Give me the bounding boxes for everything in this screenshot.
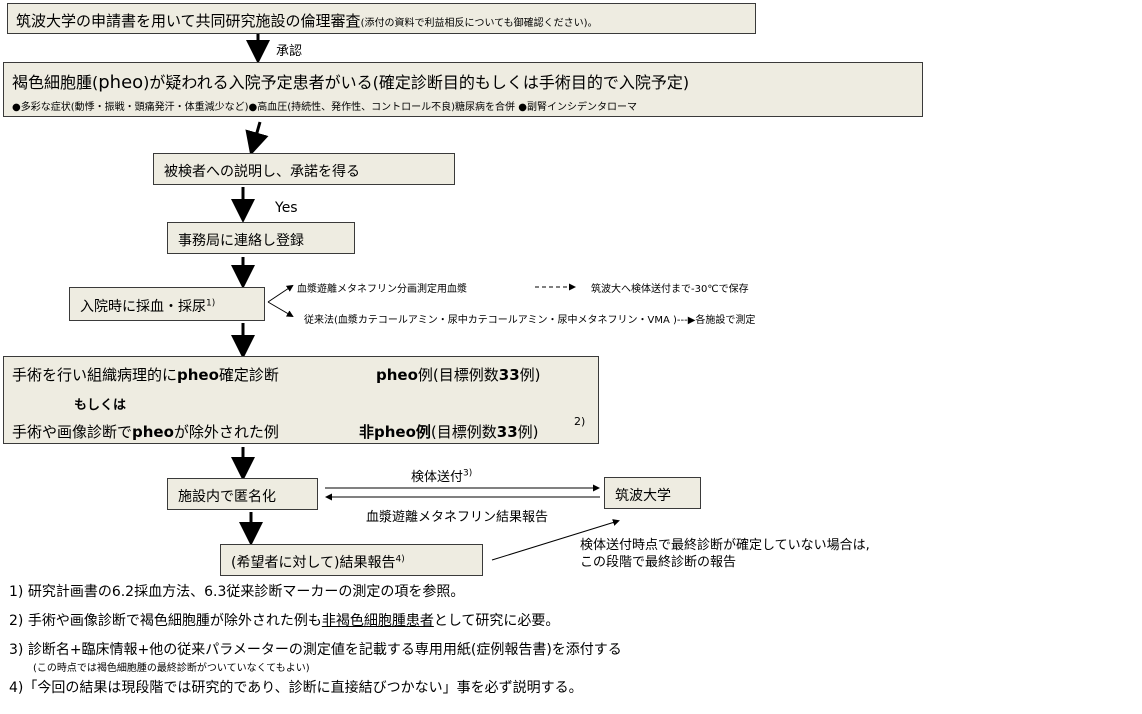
- result1-end: 例): [519, 366, 541, 384]
- box-register: 事務局に連絡し登録: [167, 222, 355, 254]
- consent-text: 被検者への説明し、承諾を得る: [164, 164, 360, 180]
- box-consent: 被検者への説明し、承諾を得る: [153, 153, 455, 185]
- final-note-line-1: 検体送付時点で最終診断が確定していない場合は,: [580, 538, 870, 553]
- result2-end: 例): [517, 423, 539, 441]
- arrow-branch-upper: [267, 284, 294, 303]
- final-note-line-2: この段階で最終診断の報告: [580, 555, 737, 570]
- diagnosis-line-1: 手術を行い組織病理的にpheo確定診断: [12, 364, 279, 385]
- footnote-1: 1) 研究計画書の6.2採血方法、6.3従来診断マーカーの測定の項を参照。: [9, 584, 465, 600]
- box-diagnosis: 手術を行い組織病理的にpheo確定診断 pheo例(目標例数33例) もしくは …: [3, 356, 599, 444]
- result-report-text: (希望者に対して)結果報告: [231, 555, 396, 571]
- box-result-report: (希望者に対して)結果報告4): [220, 544, 483, 576]
- tsukuba-text: 筑波大学: [615, 488, 671, 504]
- result1-text: 例(目標例数: [417, 366, 499, 384]
- anonymize-text: 施設内で匿名化: [178, 489, 276, 505]
- label-send-specimen: 検体送付3): [411, 466, 472, 485]
- result-report-footnote-ref: 4): [395, 554, 405, 565]
- footnote-3-sub: (この時点では褐色細胞腫の最終診断がついていなくてもよい): [33, 663, 310, 674]
- box-sampling: 入院時に採血・採尿1): [69, 287, 265, 321]
- diagnosis-line-2: 手術や画像診断でpheoが除外された例: [12, 421, 279, 442]
- box-tsukuba: 筑波大学: [604, 477, 701, 509]
- arrow-result-tsukuba: [491, 519, 620, 561]
- footnote-3: 3) 診断名+臨床情報+他の従来パラメーターの測定値を記載する専用用紙(症例報告…: [9, 642, 622, 658]
- label-approval: 承認: [276, 44, 303, 59]
- result2-num: 33: [496, 423, 518, 441]
- branch-upper-left: 血漿遊離メタネフリン分画測定用血漿: [297, 284, 467, 295]
- patient-text-2: )が疑われる入院予定患者がいる(確定診断目的もしくは手術目的で入院予定): [143, 73, 690, 92]
- final-diagnosis-note: 検体送付時点で最終診断が確定していない場合は, この段階で最終診断の報告: [580, 537, 870, 571]
- diag2-pheo: pheo: [132, 423, 174, 441]
- send-specimen-footnote-ref: 3): [463, 468, 473, 479]
- sampling-footnote-ref: 1): [206, 298, 216, 309]
- label-report-back: 血漿遊離メタネフリン結果報告: [366, 510, 549, 525]
- result1-num: 33: [498, 366, 520, 384]
- suspected-patient-line: 褐色細胞腫(pheo)が疑われる入院予定患者がいる(確定診断目的もしくは手術目的…: [12, 69, 922, 93]
- arrow-branch-lower: [267, 301, 294, 318]
- label-yes: Yes: [275, 200, 298, 216]
- diag1-text: 手術を行い組織病理的に: [12, 366, 178, 384]
- footnote-2-pre: 2) 手術や画像診断で褐色細胞腫が除外された例も: [9, 613, 322, 629]
- footnote-4: 4)「今回の結果は現段階では研究的であり、診断に直接結びつかない」事を必ず説明す…: [9, 680, 583, 696]
- result1-pheo: pheo: [376, 366, 418, 384]
- patient-text-pheo: pheo: [98, 72, 144, 93]
- ethics-review-text: 筑波大学の申請書を用いて共同研究施設の倫理審査: [16, 12, 361, 30]
- diagnosis-result-1: pheo例(目標例数33例): [376, 364, 541, 385]
- ethics-review-note: (添付の資料で利益相反についても御確認ください)。: [360, 18, 598, 29]
- branch-upper-right: 筑波大へ検体送付まで-30℃で保存: [591, 284, 749, 295]
- diag1-pheo: pheo: [177, 366, 219, 384]
- diagnosis-or: もしくは: [74, 398, 127, 413]
- diag2-rest: が除外された例: [173, 423, 279, 441]
- result2-text: (目標例数: [430, 423, 497, 441]
- symptom-list: ●多彩な症状(動悸・振戦・頭痛発汗・体重減少など)●高血圧(持続性、発作性、コン…: [12, 102, 637, 113]
- box-ethics-review: 筑波大学の申請書を用いて共同研究施設の倫理審査(添付の資料で利益相反についても御…: [7, 3, 756, 34]
- sampling-text: 入院時に採血・採尿: [80, 299, 206, 315]
- box-anonymize: 施設内で匿名化: [167, 478, 318, 510]
- diag1-rest: 確定診断: [218, 366, 279, 384]
- result2-nonpheo: 非pheo例: [359, 423, 431, 441]
- register-text: 事務局に連絡し登録: [178, 233, 304, 249]
- diagnosis-result-2: 非pheo例(目標例数33例): [359, 421, 539, 442]
- footnote-2-post: として研究に必要。: [433, 613, 560, 629]
- branch-lower: 従来法(血漿カテコールアミン・尿中カテコールアミン・尿中メタネフリン・VMA )…: [304, 315, 756, 326]
- footnote-2-underlined: 非褐色細胞腫患者: [321, 613, 434, 629]
- box-suspected-patient: 褐色細胞腫(pheo)が疑われる入院予定患者がいる(確定診断目的もしくは手術目的…: [3, 62, 923, 117]
- patient-text-1: 褐色細胞腫(: [12, 73, 99, 92]
- diag2-text: 手術や画像診断で: [12, 423, 133, 441]
- send-specimen-text: 検体送付: [411, 470, 464, 485]
- arrow-patient-consent: [245, 121, 269, 156]
- footnote-2: 2) 手術や画像診断で褐色細胞腫が除外された例も非褐色細胞腫患者として研究に必要…: [9, 610, 559, 630]
- diagnosis-footnote-ref: 2): [574, 415, 586, 428]
